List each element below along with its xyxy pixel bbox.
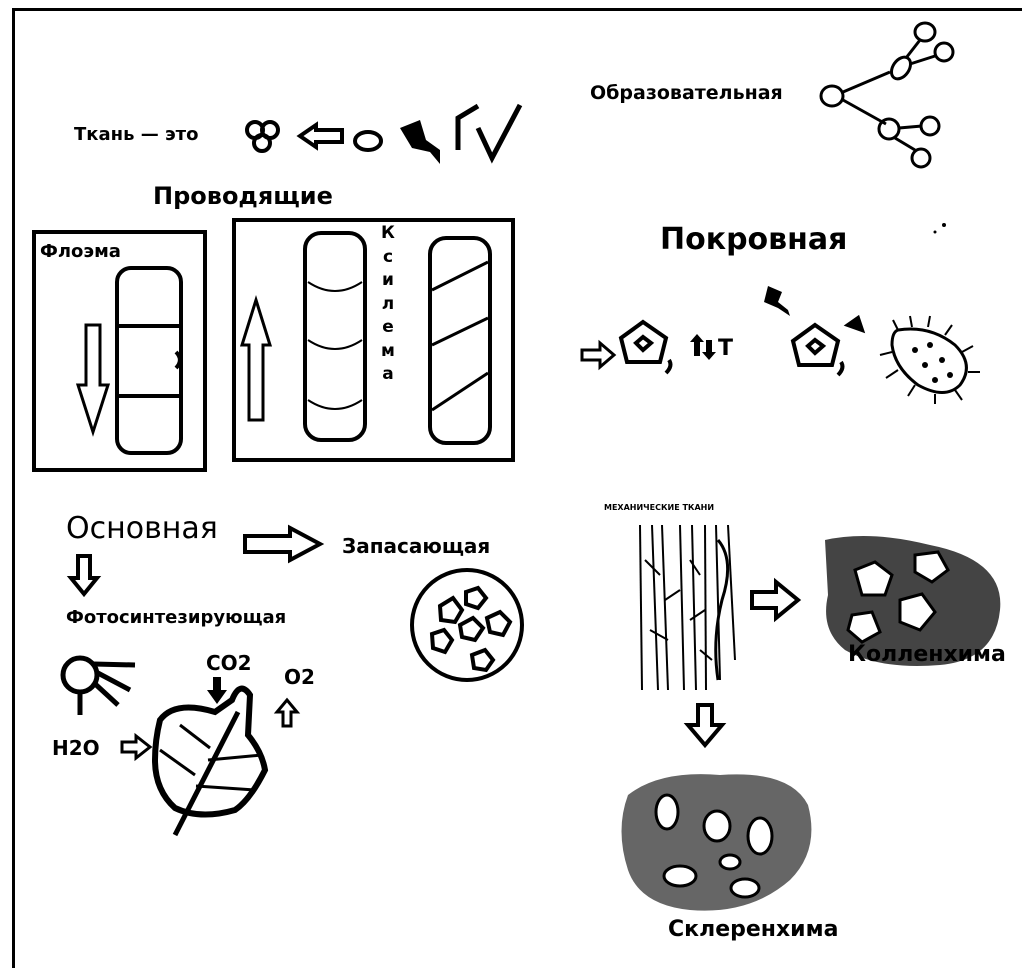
arrow-right-icon	[582, 343, 614, 367]
xylem-letter: м	[379, 340, 397, 364]
collenchyma-label: Колленхима	[848, 642, 1006, 667]
decorative-dots	[934, 223, 947, 234]
phloem-label: Флоэма	[40, 241, 121, 262]
xylem-letter: е	[379, 316, 397, 340]
mechanical-label: МЕХАНИЧЕСКИЕ ТКАНИ	[604, 503, 714, 512]
cells-icon	[247, 122, 278, 151]
sclerenchyma-cells-icon	[622, 774, 812, 910]
temperature-label: Т	[718, 336, 733, 361]
pentagon-cell-icon-2	[793, 318, 862, 375]
arrow-down-small-icon	[71, 556, 97, 594]
leaf-icon	[155, 689, 265, 835]
bacterium-icon	[880, 316, 980, 404]
plant-sprout-icon	[458, 105, 520, 158]
pentagon-cell-icon	[621, 322, 670, 373]
h2o-arrow-right-icon	[122, 736, 150, 758]
conducting-label: Проводящие	[153, 182, 333, 210]
storage-cell-icon	[412, 570, 522, 680]
arrow-left-icon	[300, 125, 342, 147]
photosynthetic-label: Фотосинтезирующая	[66, 607, 286, 628]
arrow-down-mechanical-icon	[688, 705, 722, 745]
phloem-box	[32, 230, 207, 472]
xylem-box	[232, 218, 515, 462]
xylem-letter: л	[379, 293, 397, 317]
sclerenchyma-label: Склеренхима	[668, 917, 838, 942]
co2-label: CO2	[206, 651, 252, 675]
sun-icon	[63, 658, 135, 715]
xylem-letter: К	[379, 222, 397, 246]
co2-arrow-down-icon	[207, 677, 227, 704]
integumentary-label: Покровная	[660, 222, 847, 257]
fiber-tissue-icon	[640, 525, 735, 690]
lightning-small-icon	[764, 286, 790, 316]
tissue-intro-label: Ткань — это	[74, 124, 198, 145]
cell-icon	[355, 132, 381, 150]
arrow-right-mechanical-icon	[752, 582, 798, 618]
o2-label: O2	[284, 665, 315, 689]
storage-label: Запасающая	[342, 534, 490, 558]
o2-arrow-up-icon	[277, 700, 297, 726]
xylem-letter: и	[379, 269, 397, 293]
xylem-letter: с	[379, 246, 397, 270]
basic-label: Основная	[66, 511, 218, 546]
h2o-label: H2O	[52, 736, 100, 760]
xylem-letter: а	[379, 363, 397, 387]
arrow-right-large-icon	[245, 528, 320, 560]
branching-cells-icon	[821, 23, 953, 167]
lightning-icon	[400, 120, 440, 164]
educational-label: Образовательная	[590, 82, 783, 104]
xylem-vertical-label: К с и л е м а	[379, 222, 397, 387]
temperature-arrows-icon	[690, 334, 716, 360]
